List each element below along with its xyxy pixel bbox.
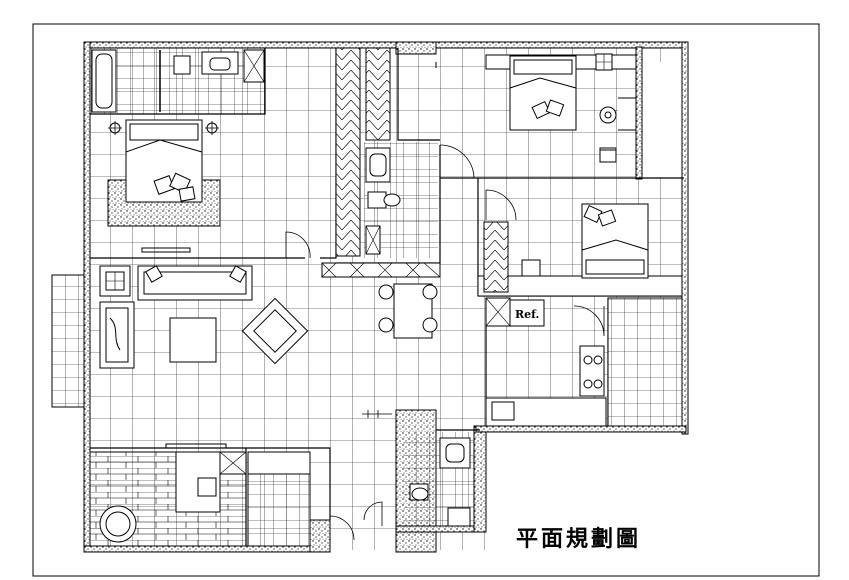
master-bathroom (90, 48, 265, 114)
center-bathroom (364, 142, 475, 258)
study-room (89, 443, 383, 547)
master-bedroom-door (285, 231, 311, 259)
outside-area (486, 430, 686, 552)
bottom-bathroom (362, 410, 474, 527)
exterior-walls (83, 41, 689, 553)
balcony-void (642, 62, 686, 177)
bedroom-2-furniture (435, 53, 637, 163)
drawing-border (32, 23, 820, 577)
living-room-furniture (99, 265, 309, 369)
page-title: 平面規劃圖 (516, 526, 642, 552)
dining-set (378, 283, 438, 339)
kitchen: Ref. (485, 297, 683, 427)
master-bed (107, 119, 221, 253)
fridge-label: Ref. (515, 308, 539, 321)
bedroom-3-furniture (477, 189, 683, 297)
wardrobe-closet (321, 47, 441, 278)
